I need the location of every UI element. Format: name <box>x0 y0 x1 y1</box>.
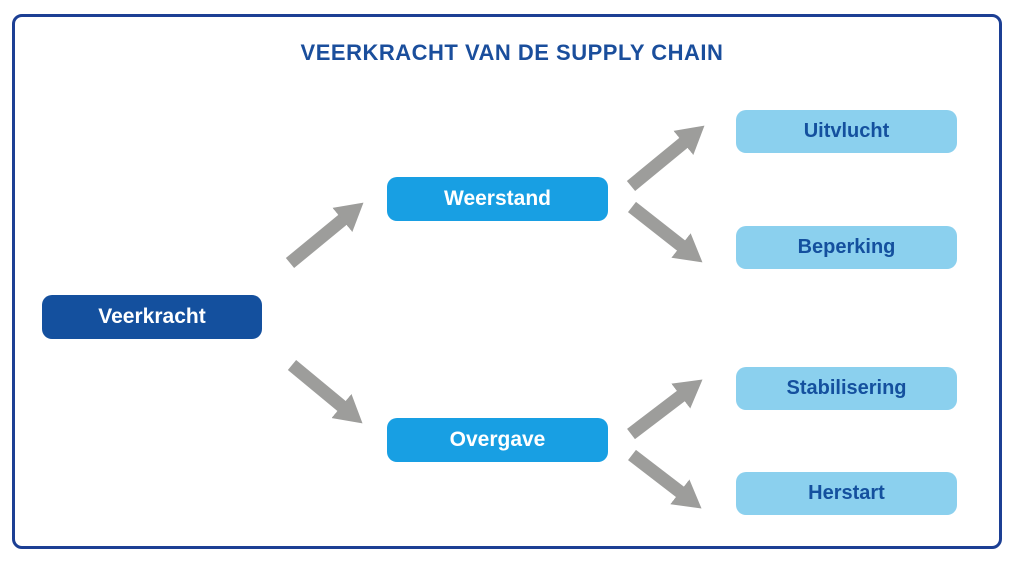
node-uitvlucht: Uitvlucht <box>736 110 957 153</box>
node-herstart: Herstart <box>736 472 957 515</box>
diagram-title: VEERKRACHT VAN DE SUPPLY CHAIN <box>300 40 724 65</box>
node-overgave: Overgave <box>387 418 608 462</box>
node-stabilisering: Stabilisering <box>736 367 957 410</box>
diagram-border-frame <box>12 14 1002 549</box>
node-beperking: Beperking <box>736 226 957 269</box>
node-veerkracht: Veerkracht <box>42 295 262 339</box>
node-weerstand: Weerstand <box>387 177 608 221</box>
